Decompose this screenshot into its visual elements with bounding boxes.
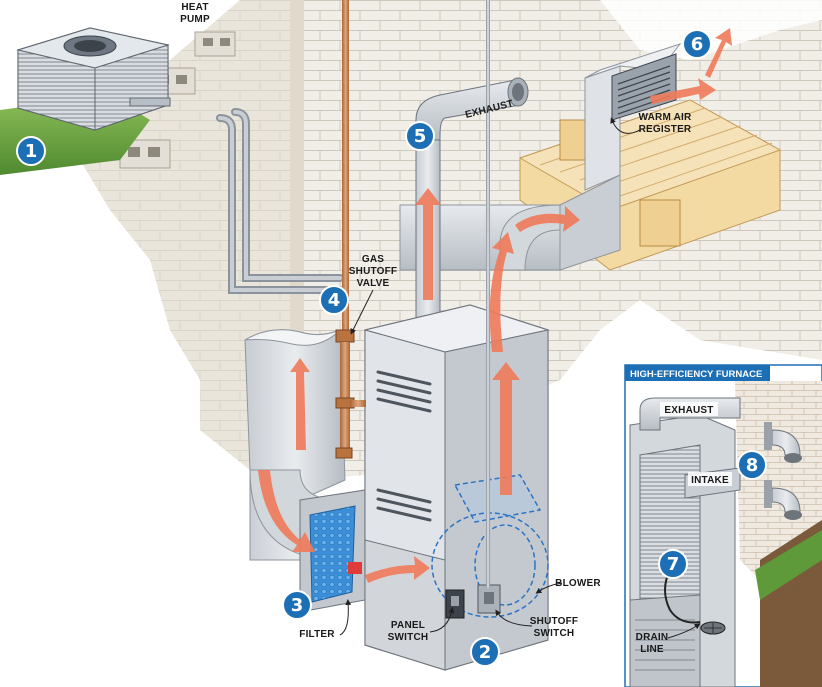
- label-gas-3: VALVE: [357, 278, 390, 289]
- callout-5: 5: [405, 121, 435, 151]
- label-panel-1: PANEL: [391, 620, 425, 631]
- label-drain-2: LINE: [640, 644, 664, 655]
- callout-2: 2: [470, 637, 500, 667]
- label-gas-2: SHUTOFF: [349, 266, 397, 277]
- svg-text:4: 4: [328, 290, 341, 311]
- panel-switch: [445, 589, 465, 619]
- inset-intake-label: INTAKE: [691, 475, 729, 486]
- label-gas-1: GAS: [362, 254, 384, 265]
- label-blower: BLOWER: [555, 578, 601, 589]
- svg-text:3: 3: [291, 595, 304, 616]
- inset-header: [625, 365, 770, 381]
- heat-pump: [16, 27, 171, 131]
- label-filter: FILTER: [299, 629, 335, 640]
- refrigerant-lines: [216, 108, 344, 294]
- callout-3: 3: [282, 590, 312, 620]
- label-register-1: WARM AIR: [639, 112, 692, 123]
- label-heat-pump-1: HEAT: [181, 2, 208, 13]
- label-register-2: REGISTER: [639, 124, 692, 135]
- label-shutoff-2: SWITCH: [534, 628, 575, 639]
- inset-high-efficiency-furnace: HIGH-EFFICIENCY FURNACE EXHAUST INTAKE: [624, 364, 822, 687]
- label-heat-pump-2: PUMP: [180, 14, 210, 25]
- filter-housing: [299, 489, 366, 613]
- callouts: 1 2 3 4 5 6 7 8: [16, 29, 767, 667]
- callout-6: 6: [682, 29, 712, 59]
- label-shutoff-1: SHUTOFF: [530, 616, 578, 627]
- shutoff-switch-box: [477, 584, 501, 614]
- label-panel-2: SWITCH: [388, 632, 429, 643]
- svg-text:5: 5: [414, 126, 427, 147]
- callout-7: 7: [658, 549, 688, 579]
- callout-1: 1: [16, 136, 46, 166]
- svg-text:1: 1: [25, 141, 38, 162]
- inset-exhaust-label: EXHAUST: [664, 405, 713, 416]
- gas-line: [335, 0, 366, 459]
- label-drain-1: DRAIN: [636, 632, 669, 643]
- svg-text:7: 7: [667, 554, 680, 575]
- callout-8: 8: [737, 450, 767, 480]
- inset-title: HIGH-EFFICIENCY FURNACE: [630, 369, 762, 380]
- svg-text:8: 8: [746, 455, 759, 476]
- airflow-arrows: [258, 28, 732, 583]
- svg-text:2: 2: [479, 642, 492, 663]
- svg-text:6: 6: [691, 34, 704, 55]
- labels: HEAT PUMP GAS SHUTOFF VALVE EXHAUST WARM…: [180, 2, 701, 655]
- callout-4: 4: [319, 285, 349, 315]
